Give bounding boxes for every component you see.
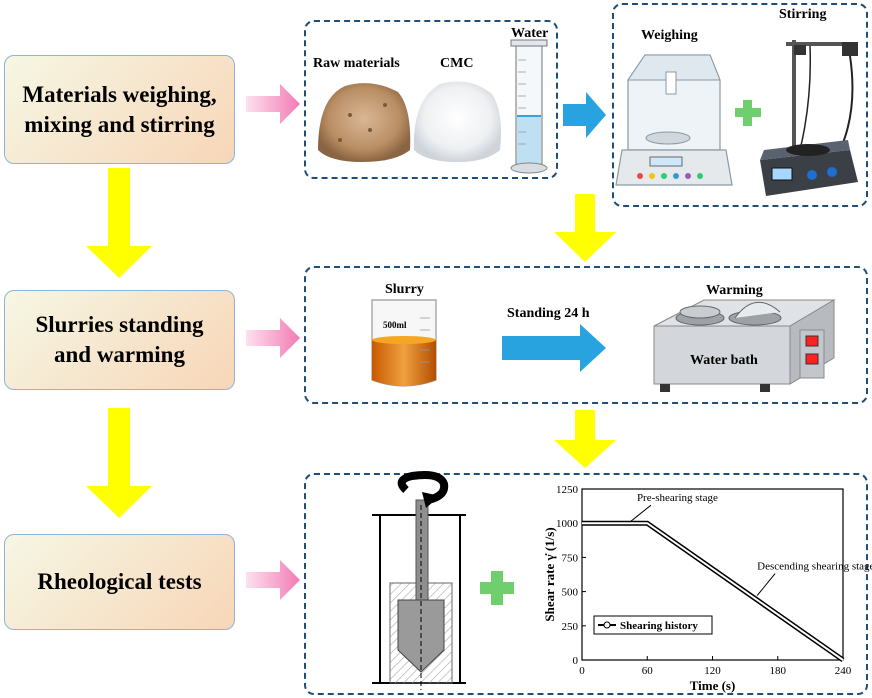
stage-box-rheology: Rheological tests [4,534,235,630]
slurry-label: Slurry [385,282,424,297]
stirring-label: Stirring [779,7,827,22]
water-bath-icon [653,299,836,392]
y-tick-label: 1250 [556,484,579,496]
raw-materials-label: Raw materials [313,56,400,71]
stage-label-line2: and warming [53,342,185,367]
green-plus-icon [735,100,761,126]
x-tick-label: 60 [642,665,654,677]
chart-x-axis-label: Time (s) [690,678,736,693]
panel-equipment [612,3,868,207]
legend-marker [603,621,611,629]
stage-box-standing: Slurries standing and warming [4,290,235,390]
beaker-volume-label: 500ml [383,320,407,330]
panel-materials [304,20,558,179]
chart-legend: Shearing history [593,615,713,635]
pink-arrow-right-1 [246,84,300,124]
legend-box [593,615,713,635]
x-tick-label: 0 [579,665,585,677]
annotation-descending: Descending shearing stage [757,561,872,573]
y-tick-label: 750 [562,552,579,564]
blue-arrow-right-1 [563,92,606,138]
water-label: Water [511,26,549,41]
standing-label: Standing 24 h [507,306,590,321]
shear-rate-chart: 0 60 120 180 240 0 250 500 750 1000 1250 Pre-shear… [542,484,872,693]
annotation-pre-shearing: Pre-shearing stage [637,492,718,504]
yellow-arrow-down-2 [86,408,152,518]
raw-materials-powder-image [318,83,411,162]
series-line-inner [582,522,844,661]
cmc-powder-image [413,81,501,162]
green-plus-icon [480,571,514,605]
stage-label-line1: Rheological tests [37,569,202,594]
y-tick-label: 250 [562,621,579,633]
rheometer-schematic [372,471,466,690]
water-bath-label: Water bath [690,353,758,368]
chart-y-axis-label: Shear rate γ̇ (1/s) [542,527,557,621]
panel-rheology [304,473,868,695]
pink-arrow-right-2 [246,318,300,358]
stage-box-weighing: Materials weighing, mixing and stirring [4,55,235,164]
slurry-beaker-icon [371,299,437,387]
blue-arrow-right-2 [502,324,606,372]
stage-label-line1: Slurries standing [35,312,204,337]
stage-label-line2: mixing and stirring [24,111,215,137]
annotation-arrow [630,504,652,522]
x-tick-label: 180 [770,665,787,677]
annotation-arrow [756,573,776,596]
y-tick-label: 0 [573,655,579,667]
yellow-arrow-down-1 [86,168,152,278]
magnetic-stirrer-icon [760,40,858,196]
panel-slurry [304,266,868,404]
chart-ticks: 0 60 120 180 240 0 250 500 750 1000 1250 [556,484,852,677]
yellow-arrow-down-3 [554,194,616,262]
analytical-balance-icon [615,54,733,186]
weighing-label: Weighing [641,28,698,43]
warming-label: Warming [706,283,763,298]
stage-label-line1: Materials weighing, [22,81,217,107]
y-tick-label: 500 [562,587,579,599]
y-tick-label: 1000 [556,518,579,530]
legend-label: Shearing history [620,620,698,632]
x-tick-label: 240 [835,665,852,677]
series-line-shearing-history [582,520,845,663]
pink-arrow-right-3 [246,560,300,600]
yellow-arrow-down-4 [554,410,616,468]
cmc-label: CMC [440,56,474,71]
x-tick-label: 120 [704,665,721,677]
graduated-cylinder-icon [510,39,548,174]
